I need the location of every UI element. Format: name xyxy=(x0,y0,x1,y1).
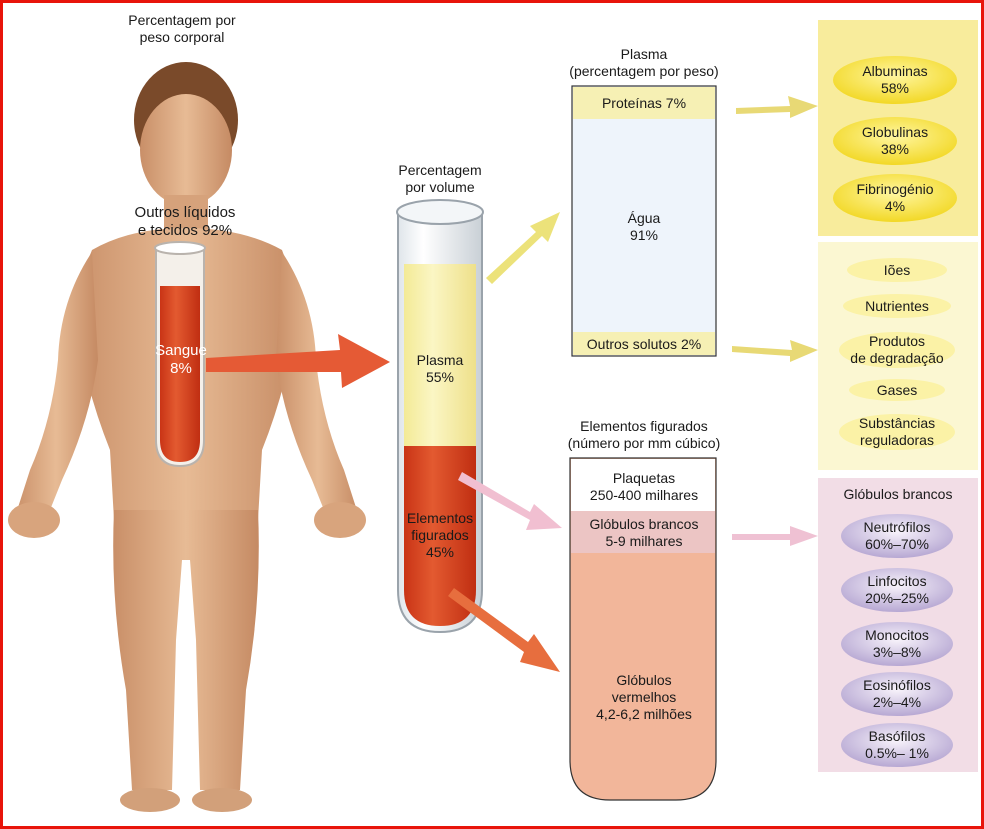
monocitos-name: Monocitos xyxy=(842,627,952,644)
water-label: Água 91% xyxy=(572,210,716,244)
fibrinogenio-label: Fibrinogénio 4% xyxy=(840,181,950,215)
linfocitos-label: Linfocitos 20%–25% xyxy=(842,573,952,607)
plasma-line1: Plasma xyxy=(404,352,476,369)
blood-label: Sangue 8% xyxy=(146,342,216,378)
globulinas-label: Globulinas 38% xyxy=(840,124,950,158)
fibrinogenio-name: Fibrinogénio xyxy=(840,181,950,198)
fibrinogenio-value: 4% xyxy=(840,198,950,215)
wbc-count-label: Glóbulos brancos 5-9 milhares xyxy=(572,516,716,550)
eosinofilos-label: Eosinófilos 2%–4% xyxy=(842,677,952,711)
formed-box-title: Elementos figurados (número por mm cúbic… xyxy=(560,418,728,452)
volume-tube-title: Percentagem por volume xyxy=(388,162,492,196)
monocitos-label: Monocitos 3%–8% xyxy=(842,627,952,661)
plasma-box-title-line1: Plasma xyxy=(566,46,722,63)
waste-label: Produtos de degradação xyxy=(834,333,960,367)
waste-line2: de degradação xyxy=(834,350,960,367)
regulators-line1: Substâncias xyxy=(834,415,960,432)
body-title-line1: Percentagem por xyxy=(112,12,252,29)
plasma-line2: 55% xyxy=(404,369,476,386)
albuminas-label: Albuminas 58% xyxy=(840,63,950,97)
albuminas-value: 58% xyxy=(840,80,950,97)
basofilos-label: Basófilos 0.5%– 1% xyxy=(842,728,952,762)
other-fluids-label: Outros líquidos e tecidos 92% xyxy=(120,204,250,240)
formed-line2: figurados xyxy=(404,527,476,544)
linfocitos-value: 20%–25% xyxy=(842,590,952,607)
ions-label: Iões xyxy=(840,262,954,279)
basofilos-value: 0.5%– 1% xyxy=(842,745,952,762)
nutrients-label: Nutrientes xyxy=(840,298,954,315)
wbc-line1: Glóbulos brancos xyxy=(572,516,716,533)
neutrofilos-name: Neutrófilos xyxy=(842,519,952,536)
proteins-arrow xyxy=(736,96,818,118)
rbc-line3: 4,2-6,2 milhões xyxy=(572,706,716,723)
neutrofilos-label: Neutrófilos 60%–70% xyxy=(842,519,952,553)
albuminas-name: Albuminas xyxy=(840,63,950,80)
waste-line1: Produtos xyxy=(834,333,960,350)
rbc-line2: vermelhos xyxy=(572,689,716,706)
other-solutes-label: Outros solutos 2% xyxy=(572,336,716,353)
wbc-panel-title: Glóbulos brancos xyxy=(828,486,968,503)
neutrofilos-value: 60%–70% xyxy=(842,536,952,553)
water-line2: 91% xyxy=(572,227,716,244)
rbc-arrow xyxy=(448,588,560,672)
rbc-line1: Glóbulos xyxy=(572,672,716,689)
volume-title-line1: Percentagem xyxy=(388,162,492,179)
formed-box xyxy=(570,458,716,800)
eosinofilos-name: Eosinófilos xyxy=(842,677,952,694)
water-line1: Água xyxy=(572,210,716,227)
formed-box-title-line1: Elementos figurados xyxy=(560,418,728,435)
plasma-volume-label: Plasma 55% xyxy=(404,352,476,386)
regulators-line2: reguladoras xyxy=(834,432,960,449)
plasma-box-title: Plasma (percentagem por peso) xyxy=(566,46,722,80)
blood-line2: 8% xyxy=(146,360,216,378)
rbc-count-label: Glóbulos vermelhos 4,2-6,2 milhões xyxy=(572,672,716,723)
wbc-line2: 5-9 milhares xyxy=(572,533,716,550)
proteins-label: Proteínas 7% xyxy=(572,95,716,112)
plasma-box-title-line2: (percentagem por peso) xyxy=(566,63,722,80)
volume-title-line2: por volume xyxy=(388,179,492,196)
regulators-label: Substâncias reguladoras xyxy=(834,415,960,449)
globulinas-value: 38% xyxy=(840,141,950,158)
other-line1: Outros líquidos xyxy=(120,204,250,222)
monocitos-value: 3%–8% xyxy=(842,644,952,661)
solutes-arrow xyxy=(732,340,818,362)
linfocitos-name: Linfocitos xyxy=(842,573,952,590)
basofilos-name: Basófilos xyxy=(842,728,952,745)
other-line2: e tecidos 92% xyxy=(120,222,250,240)
volume-test-tube xyxy=(397,200,483,632)
formed-line1: Elementos xyxy=(404,510,476,527)
platelets-label: Plaquetas 250-400 milhares xyxy=(572,470,716,504)
body-figure-title: Percentagem por peso corporal xyxy=(112,12,252,46)
platelets-line2: 250-400 milhares xyxy=(572,487,716,504)
wbc-arrow xyxy=(732,526,818,546)
platelets-line1: Plaquetas xyxy=(572,470,716,487)
formed-line3: 45% xyxy=(404,544,476,561)
gases-label: Gases xyxy=(840,382,954,399)
formed-volume-label: Elementos figurados 45% xyxy=(404,510,476,561)
body-title-line2: peso corporal xyxy=(112,29,252,46)
blood-line1: Sangue xyxy=(146,342,216,360)
eosinofilos-value: 2%–4% xyxy=(842,694,952,711)
globulinas-name: Globulinas xyxy=(840,124,950,141)
plasma-arrow xyxy=(486,212,560,284)
formed-box-title-line2: (número por mm cúbico) xyxy=(560,435,728,452)
